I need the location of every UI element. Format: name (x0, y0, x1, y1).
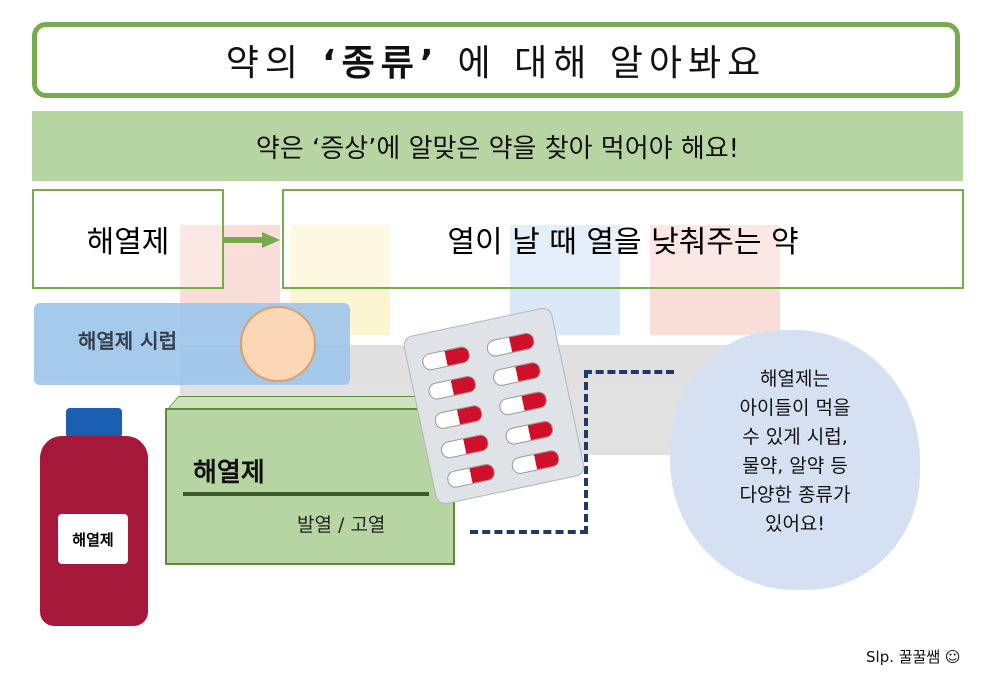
dashed-connector (470, 370, 588, 534)
dashed-connector (584, 370, 674, 374)
subtitle-banner: 약은 ‘증상’에 알맞은 약을 찾아 먹어야 해요! (32, 111, 963, 181)
cloud-line: 있어요! (764, 513, 826, 535)
package-sub: 발열 / 고열 (297, 514, 386, 536)
medicine-package: 해열제 발열 / 고열 (165, 408, 455, 565)
baby-icon (240, 306, 316, 382)
bottle-cap (66, 408, 122, 438)
bottle-label: 해열제 (58, 514, 128, 564)
cloud-line: 수 있게 시럽, (742, 426, 848, 448)
term-box: 해열제 (32, 189, 224, 289)
page-title: 약의 ‘종류’ 에 대해 알아봐요 (32, 22, 960, 98)
cloud-text: 해열제는 아이들이 먹을 수 있게 시럽, 물약, 알약 등 다양한 종류가 있… (700, 365, 890, 539)
arrow-right-icon (224, 232, 280, 248)
title-post: 에 대해 알아봐요 (457, 43, 767, 84)
signature: Slp. 꿀꿀쌤 ☺ (866, 648, 961, 666)
syrup-label: 해열제 시럽 (78, 329, 177, 353)
package-divider (183, 492, 429, 496)
package-name: 해열제 (193, 458, 265, 488)
title-pre: 약의 (225, 43, 304, 84)
cloud-line: 다양한 종류가 (739, 484, 851, 506)
cloud-line: 물약, 알약 등 (742, 455, 848, 477)
definition-box: 열이 날 때 열을 낮춰주는 약 (282, 189, 964, 289)
syrup-bottle-image: 해열제 (40, 408, 148, 626)
speech-cloud (670, 330, 920, 590)
title-emphasis: ‘종류’ (321, 43, 440, 84)
cloud-line: 아이들이 먹을 (739, 397, 851, 419)
cloud-line: 해열제는 (760, 368, 830, 390)
